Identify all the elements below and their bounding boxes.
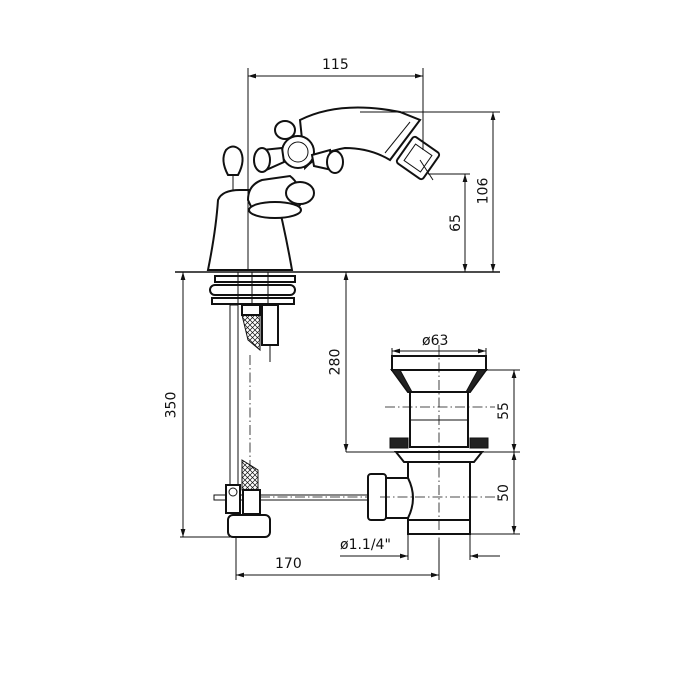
dim-pipe-length: 280 [327, 348, 344, 376]
pop-up-waste [367, 345, 500, 575]
dim-tap-to-waste: 170 [275, 556, 302, 572]
dim-waste-lower-height: 50 [495, 484, 512, 502]
below-deck-assembly [209, 272, 440, 538]
dim-overall-height: 106 [475, 177, 492, 205]
dim-below-deck-length: 350 [163, 391, 180, 419]
dim-waste-flange-diameter: ø63 [422, 333, 449, 349]
dim-waste-outlet-thread: ø1.1/4" [340, 537, 391, 553]
dim-waste-upper-height: 55 [495, 402, 512, 420]
tap-body [175, 106, 500, 273]
dim-spout-reach: 115 [322, 57, 349, 73]
dimension-lines [180, 68, 520, 580]
dim-outlet-height: 65 [447, 214, 464, 232]
